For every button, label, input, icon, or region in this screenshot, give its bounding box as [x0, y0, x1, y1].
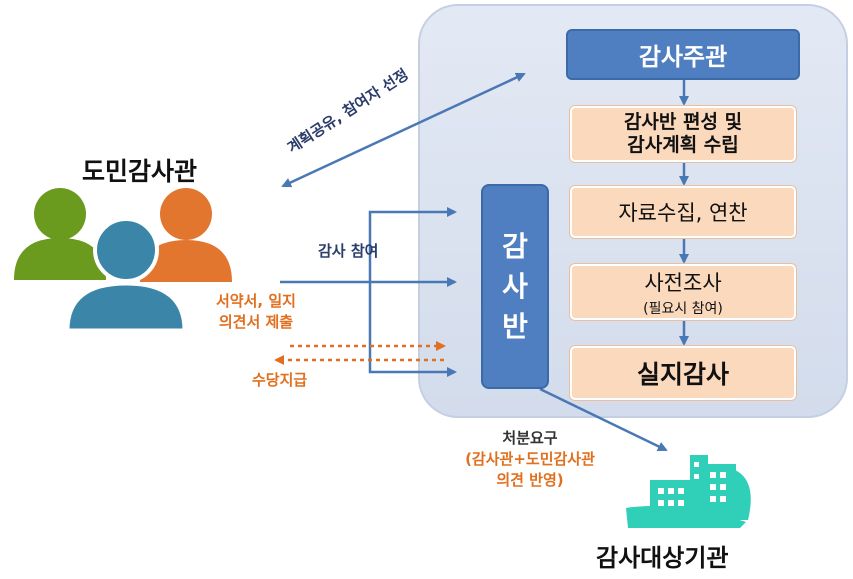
step-field-audit: 실지감사 [570, 346, 796, 400]
step-preliminary-survey-note: (필요시 참여) [643, 300, 723, 317]
step-preliminary-survey: 사전조사 (필요시 참여) [570, 264, 796, 320]
step-data-collection: 자료수집, 연찬 [570, 186, 796, 238]
citizen-auditors-icon [14, 188, 232, 332]
allowance-label: 수당지급 [252, 371, 308, 389]
disposal-detail-line1: (감사관+도민감사관 [465, 450, 595, 468]
participation-arrows [280, 207, 457, 377]
step-team-planning-line2: 감사계획 수립 [627, 134, 739, 156]
disposal-request-title: 처분요구 [502, 429, 558, 447]
step-team-planning: 감사반 편성 및 감사계획 수립 [570, 106, 796, 162]
step-field-audit-label: 실지감사 [636, 360, 729, 389]
step-team-planning-line1: 감사반 편성 및 [623, 111, 743, 133]
document-flow-arrows [274, 341, 446, 365]
pledge-line1: 서약서, 일지 [216, 292, 296, 310]
step-data-collection-label: 자료수집, 연찬 [618, 201, 748, 225]
plan-share-arrow [281, 72, 526, 188]
disposal-arrow [539, 387, 668, 452]
auditor-in-charge-label: 감사주관 [638, 43, 728, 71]
pledge-submission-label: 서약서, 일지 의견서 제출 [216, 291, 296, 333]
citizen-auditor-title: 도민감사관 [82, 157, 198, 186]
audit-target-title: 감사대상기관 [596, 544, 729, 572]
pledge-line2: 의견서 제출 [218, 313, 294, 331]
participation-label: 감사 참여 [318, 242, 379, 260]
audit-team-box: 감 사 반 [481, 184, 549, 389]
disposal-detail-line2: 의견 반영) [496, 471, 564, 489]
auditor-in-charge-box: 감사주관 [566, 29, 800, 80]
audit-team-char-3: 반 [502, 309, 528, 343]
step-preliminary-survey-label: 사전조사 [644, 270, 722, 295]
audit-team-char-1: 감 [502, 229, 528, 263]
disposal-request-label: 처분요구 (감사관+도민감사관 의견 반영) [420, 428, 640, 491]
audit-team-char-2: 사 [502, 269, 528, 303]
building-icon [626, 455, 751, 528]
